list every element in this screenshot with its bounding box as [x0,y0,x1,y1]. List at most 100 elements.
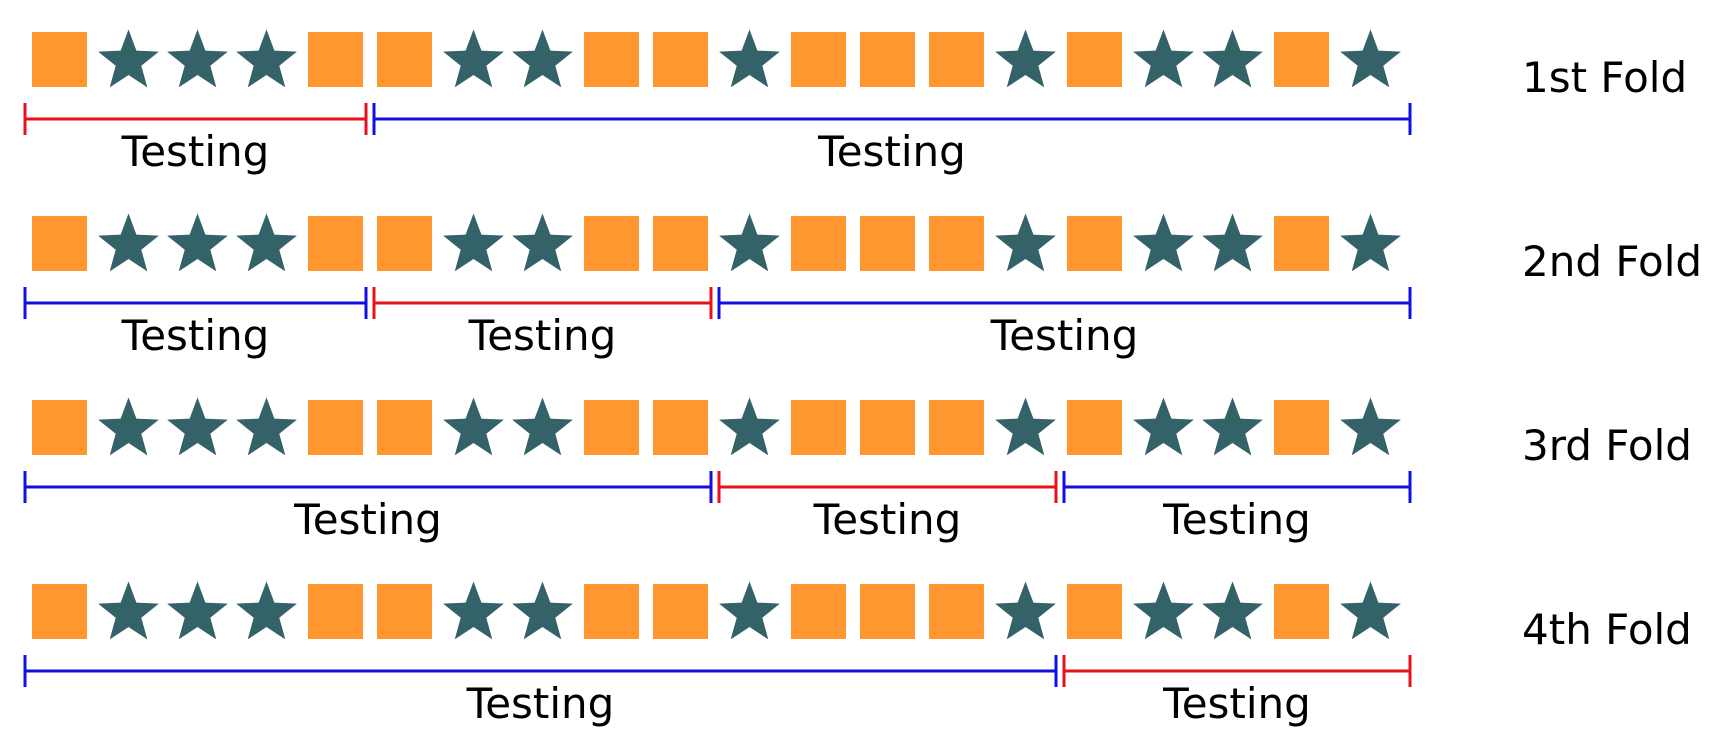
sample-square [308,32,363,87]
sample-star-icon [98,29,159,88]
sample-star-icon [512,213,573,272]
sample-square [584,32,639,87]
sample-square [929,400,984,455]
sample-square [929,584,984,639]
sample-square [929,216,984,271]
sample-star-icon [512,397,573,456]
sample-square [584,400,639,455]
sample-square [1274,400,1329,455]
sample-star-icon [443,213,504,272]
sample-star-icon [443,29,504,88]
sample-square [32,400,87,455]
sample-star-icon [1202,581,1263,640]
sample-star-icon [98,213,159,272]
sample-square [791,32,846,87]
sample-square [377,400,432,455]
sample-square [860,400,915,455]
sample-star-icon [167,213,228,272]
segment-bracket: Testing [717,287,1412,360]
sample-star-icon [719,397,780,456]
sample-star-icon [1202,213,1263,272]
fold-row-3: Testing Testing Testing 3rd Fold [23,397,1692,544]
sample-star-icon [1340,29,1401,88]
segment-label: Testing [121,311,270,360]
sample-square [1067,400,1122,455]
sample-star-icon [1133,213,1194,272]
sample-square [653,32,708,87]
sample-star-icon [236,29,297,88]
sample-star-icon [719,581,780,640]
sample-square [1274,216,1329,271]
sample-square [653,584,708,639]
sample-star-icon [167,581,228,640]
segment-bracket: Testing [1062,655,1412,728]
sample-square [1274,584,1329,639]
sample-square [32,216,87,271]
sample-square [377,216,432,271]
segment-label: Testing [466,679,615,728]
sample-square [1067,216,1122,271]
segment-bracket: Testing [23,287,368,360]
sample-star-icon [995,29,1056,88]
sample-square [1067,32,1122,87]
segment-label: Testing [468,311,617,360]
segment-label: Testing [813,495,962,544]
sample-square [1067,584,1122,639]
sample-star-icon [167,397,228,456]
sample-square [791,216,846,271]
sample-star-icon [1340,213,1401,272]
sample-star-icon [995,581,1056,640]
sample-square [860,584,915,639]
segment-label: Testing [293,495,442,544]
fold-row-1: Testing Testing 1st Fold [23,29,1687,176]
fold-label: 2nd Fold [1522,237,1702,286]
segment-bracket: Testing [717,471,1058,544]
sample-square [1274,32,1329,87]
sample-star-icon [98,581,159,640]
segment-label: Testing [121,127,270,176]
segment-bracket: Testing [372,287,713,360]
segment-label: Testing [1162,679,1311,728]
sample-square [308,400,363,455]
segment-bracket: Testing [23,103,368,176]
sample-star-icon [236,397,297,456]
sample-star-icon [167,29,228,88]
sample-square [308,584,363,639]
segment-bracket: Testing [1062,471,1412,544]
segment-bracket: Testing [23,655,1058,728]
sample-star-icon [719,213,780,272]
sample-star-icon [719,29,780,88]
sample-star-icon [1340,581,1401,640]
segment-label: Testing [990,311,1139,360]
sample-star-icon [1202,397,1263,456]
sample-square [860,216,915,271]
segment-label: Testing [817,127,966,176]
sample-star-icon [443,581,504,640]
sample-square [377,32,432,87]
sample-square [653,216,708,271]
sample-star-icon [443,397,504,456]
sample-square [32,584,87,639]
sample-star-icon [995,213,1056,272]
segment-label: Testing [1162,495,1311,544]
sample-star-icon [1133,397,1194,456]
sample-star-icon [1133,581,1194,640]
sample-square [860,32,915,87]
segment-bracket: Testing [372,103,1412,176]
sample-star-icon [1133,29,1194,88]
fold-label: 3rd Fold [1522,421,1692,470]
sample-square [929,32,984,87]
sample-square [584,216,639,271]
fold-row-2: Testing Testing Testing 2nd Fold [23,213,1702,360]
sample-square [791,400,846,455]
sample-star-icon [236,581,297,640]
sample-star-icon [98,397,159,456]
fold-label: 1st Fold [1522,53,1687,102]
sample-star-icon [512,29,573,88]
sample-star-icon [512,581,573,640]
sample-square [377,584,432,639]
sample-square [308,216,363,271]
sample-square [791,584,846,639]
sample-star-icon [1202,29,1263,88]
